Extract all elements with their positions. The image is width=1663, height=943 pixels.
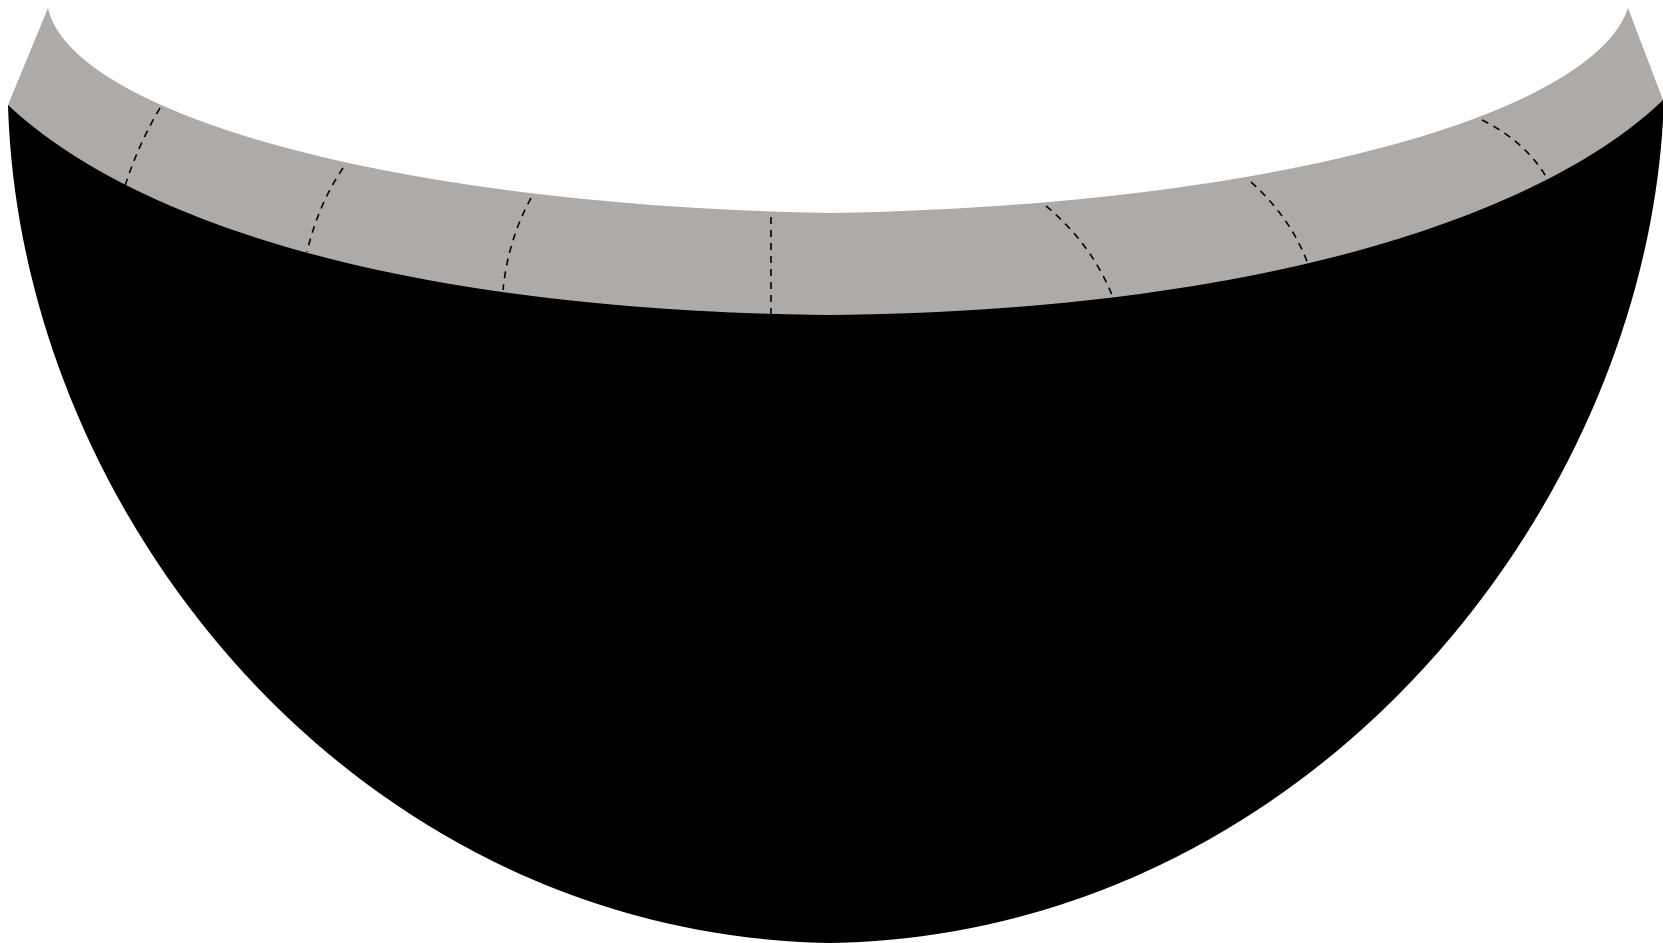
bowl-illustration (0, 0, 1663, 943)
